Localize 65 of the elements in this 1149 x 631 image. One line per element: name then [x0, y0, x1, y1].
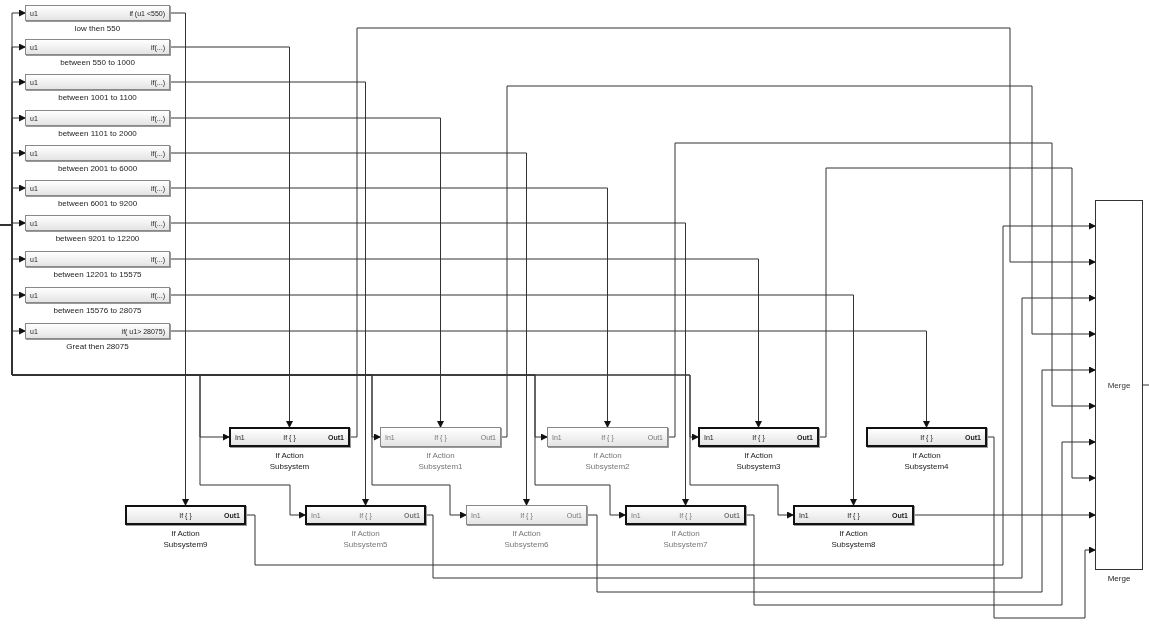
subsystem-block — [466, 505, 587, 525]
subsystem-block — [866, 427, 987, 447]
block-caption: between 6001 to 9200 — [56, 198, 139, 209]
signal-arrow — [169, 117, 444, 428]
block-caption: low then 550 — [73, 23, 122, 34]
signal-arrow — [586, 366, 1096, 593]
block-caption: between 15576 to 28075 — [52, 305, 143, 316]
block-label: Merge — [1107, 380, 1131, 390]
signal-arrow — [169, 187, 611, 428]
signal-arrow — [169, 152, 530, 506]
signal-arrow — [349, 27, 1096, 438]
signal-arrow — [0, 224, 794, 519]
block-caption: If Action Subsystem3 — [735, 450, 782, 472]
if-block — [25, 5, 170, 21]
subsystem-block — [125, 505, 246, 525]
block-caption: If Action Subsystem — [268, 450, 311, 472]
block-caption: If Action Subsystem7 — [662, 528, 709, 550]
block-caption: If Action Subsystem8 — [830, 528, 877, 550]
block-caption: Merge — [1106, 573, 1132, 584]
subsystem-block — [547, 427, 668, 447]
block-caption: between 2001 to 6000 — [56, 163, 139, 174]
block-caption: between 1101 to 2000 — [57, 128, 138, 139]
block-caption: between 550 to 1000 — [59, 57, 136, 68]
block-caption: If Action Subsystem9 — [162, 528, 209, 550]
signal-arrow — [169, 330, 930, 428]
block-caption: If Action Subsystem6 — [503, 528, 550, 550]
subsystem-block — [305, 505, 426, 525]
signal-arrow — [986, 436, 1096, 619]
signal-arrow — [169, 46, 293, 428]
signal-line — [1142, 384, 1149, 386]
if-block — [25, 251, 170, 267]
signal-arrow — [500, 85, 1096, 438]
signal-arrow — [913, 511, 1096, 519]
signal-arrow — [169, 81, 369, 506]
merge-block — [1095, 200, 1143, 570]
signal-arrow — [169, 258, 762, 428]
block-caption: Great then 28075 — [65, 341, 130, 352]
subsystem-block — [793, 505, 914, 525]
if-block — [25, 74, 170, 90]
if-block — [25, 180, 170, 196]
if-block — [25, 39, 170, 55]
block-caption: between 9201 to 12200 — [54, 233, 141, 244]
signal-arrow — [169, 294, 857, 506]
if-block — [25, 215, 170, 231]
signal-arrow — [745, 438, 1096, 606]
if-block — [25, 323, 170, 339]
subsystem-block — [625, 505, 746, 525]
signal-arrow — [169, 222, 689, 506]
block-caption: If Action Subsystem5 — [342, 528, 389, 550]
if-block — [25, 287, 170, 303]
block-caption: If Action Subsystem2 — [584, 450, 631, 472]
signal-arrow — [169, 12, 189, 506]
block-caption: If Action Subsystem4 — [903, 450, 950, 472]
signal-arrow — [425, 294, 1096, 579]
signal-arrow — [245, 222, 1096, 566]
block-caption: between 12201 to 15575 — [52, 269, 143, 280]
block-caption: If Action Subsystem1 — [417, 450, 464, 472]
subsystem-block — [380, 427, 501, 447]
signal-arrow — [818, 167, 1096, 482]
subsystem-block — [698, 427, 819, 447]
if-block — [25, 110, 170, 126]
block-caption: between 1001 to 1100 — [57, 92, 138, 103]
signal-arrow — [667, 142, 1096, 438]
if-block — [25, 145, 170, 161]
subsystem-block — [229, 427, 350, 447]
